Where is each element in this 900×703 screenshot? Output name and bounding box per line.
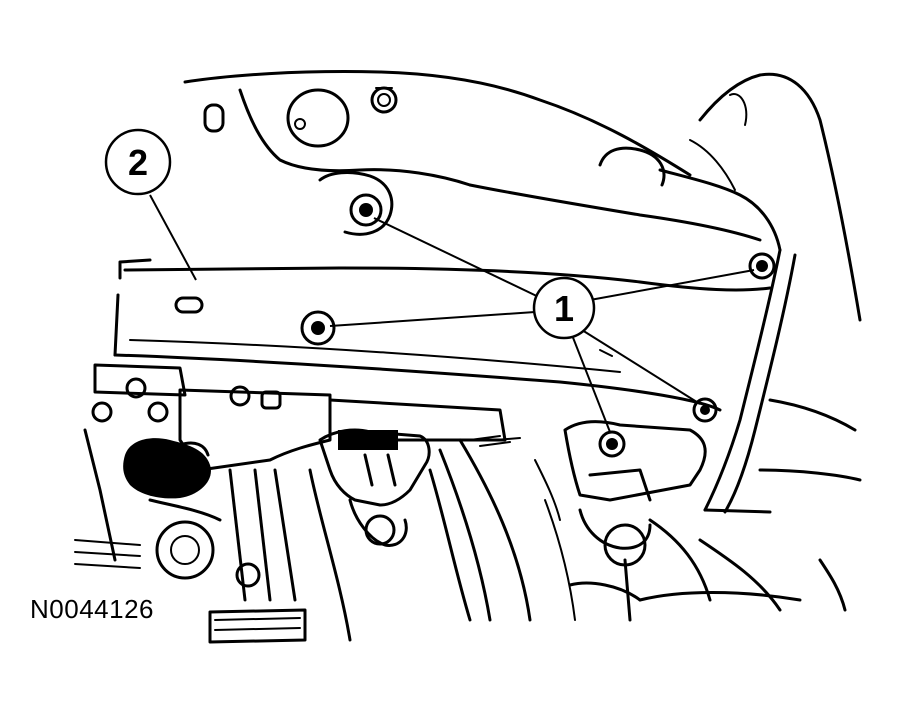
lower-right-bracket	[563, 420, 802, 622]
figure-id-label: N0044126	[30, 594, 154, 624]
top-nut	[370, 86, 398, 114]
callout-1-leaders	[329, 217, 755, 433]
callout-1: 1	[532, 276, 596, 340]
callout-2: 2	[104, 128, 172, 196]
right-pillar	[599, 248, 862, 514]
callout-2-number: 2	[128, 142, 148, 183]
main-bracket	[113, 258, 772, 412]
upper-body-panel	[183, 70, 862, 322]
left-lower-parts	[74, 428, 307, 644]
lower-left-assembly	[91, 363, 507, 472]
access-holes	[203, 88, 394, 236]
dark-component	[123, 438, 211, 499]
bracket-nuts	[300, 193, 776, 458]
wiring-connector	[308, 428, 532, 642]
callout-1-number: 1	[554, 288, 574, 329]
callout-2-leaders	[149, 194, 197, 281]
lower-right-parts	[534, 459, 847, 621]
